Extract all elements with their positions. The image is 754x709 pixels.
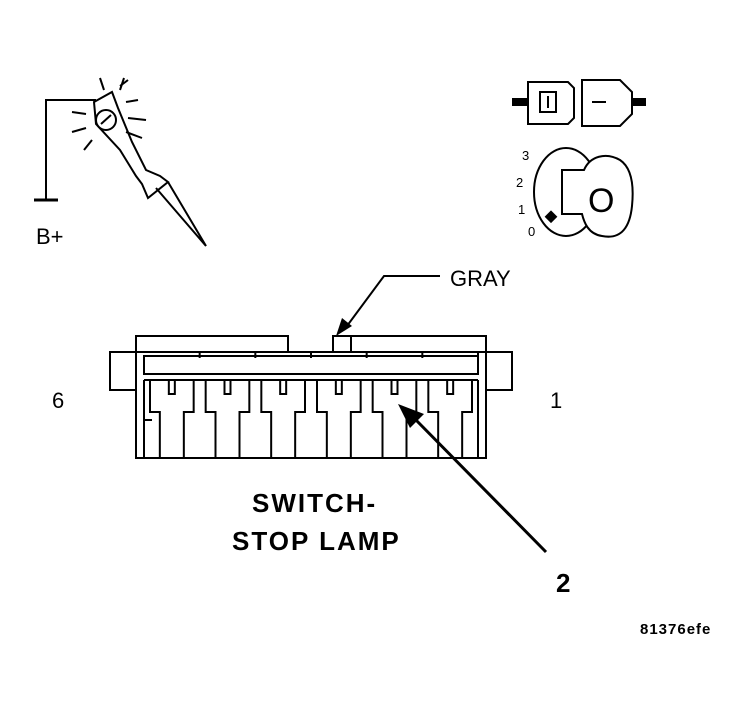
test-light-body (92, 90, 170, 200)
b-plus-label: B+ (36, 224, 64, 249)
terminal-cavity (149, 380, 195, 458)
stop-lamp-switch-connector: 6 1 (52, 335, 562, 459)
terminal-slot (334, 379, 343, 395)
test-light-lead-wire (45, 99, 96, 200)
terminal-cavity (204, 380, 251, 458)
gray-leader-line (343, 275, 440, 331)
terminal-cavity (316, 380, 362, 458)
disconnected-connector-icon (512, 79, 646, 127)
key-position-0: 0 (528, 224, 535, 239)
callout-2-arrowhead (398, 404, 424, 428)
terminal-cavities (143, 352, 479, 458)
terminal-slot (390, 379, 399, 395)
figure-code: 81376efe (640, 621, 711, 638)
key-position-2: 2 (516, 175, 523, 190)
terminal-slot (279, 379, 288, 395)
key-position-1: 1 (518, 202, 525, 217)
glow-rays (71, 77, 147, 151)
terminal-slot (446, 379, 455, 395)
terminal-cavity (427, 380, 473, 458)
gray-wire-callout: GRAY (336, 266, 511, 336)
callout-number: 2 (556, 568, 572, 598)
gray-arrowhead (336, 318, 352, 336)
pin-6-label: 6 (52, 388, 64, 413)
pin-1-label: 1 (550, 388, 562, 413)
test-light-tip (155, 181, 207, 247)
ignition-key (561, 154, 634, 238)
callout-2: 2 (398, 404, 572, 598)
wire-color-label: GRAY (450, 266, 511, 291)
terminal-slot (167, 379, 176, 395)
terminal-cavity (260, 380, 306, 458)
key-position-3: 3 (522, 148, 529, 163)
ignition-switch-icon: 3 2 1 0 O (516, 147, 634, 239)
component-label-line1: SWITCH- (252, 488, 377, 518)
component-label-line2: STOP LAMP (232, 526, 401, 556)
connector-housing (135, 351, 487, 459)
callout-2-leader (412, 416, 548, 554)
test-light-probe: B+ (34, 77, 207, 249)
terminal-slot (223, 379, 232, 395)
key-label: O (588, 182, 614, 220)
